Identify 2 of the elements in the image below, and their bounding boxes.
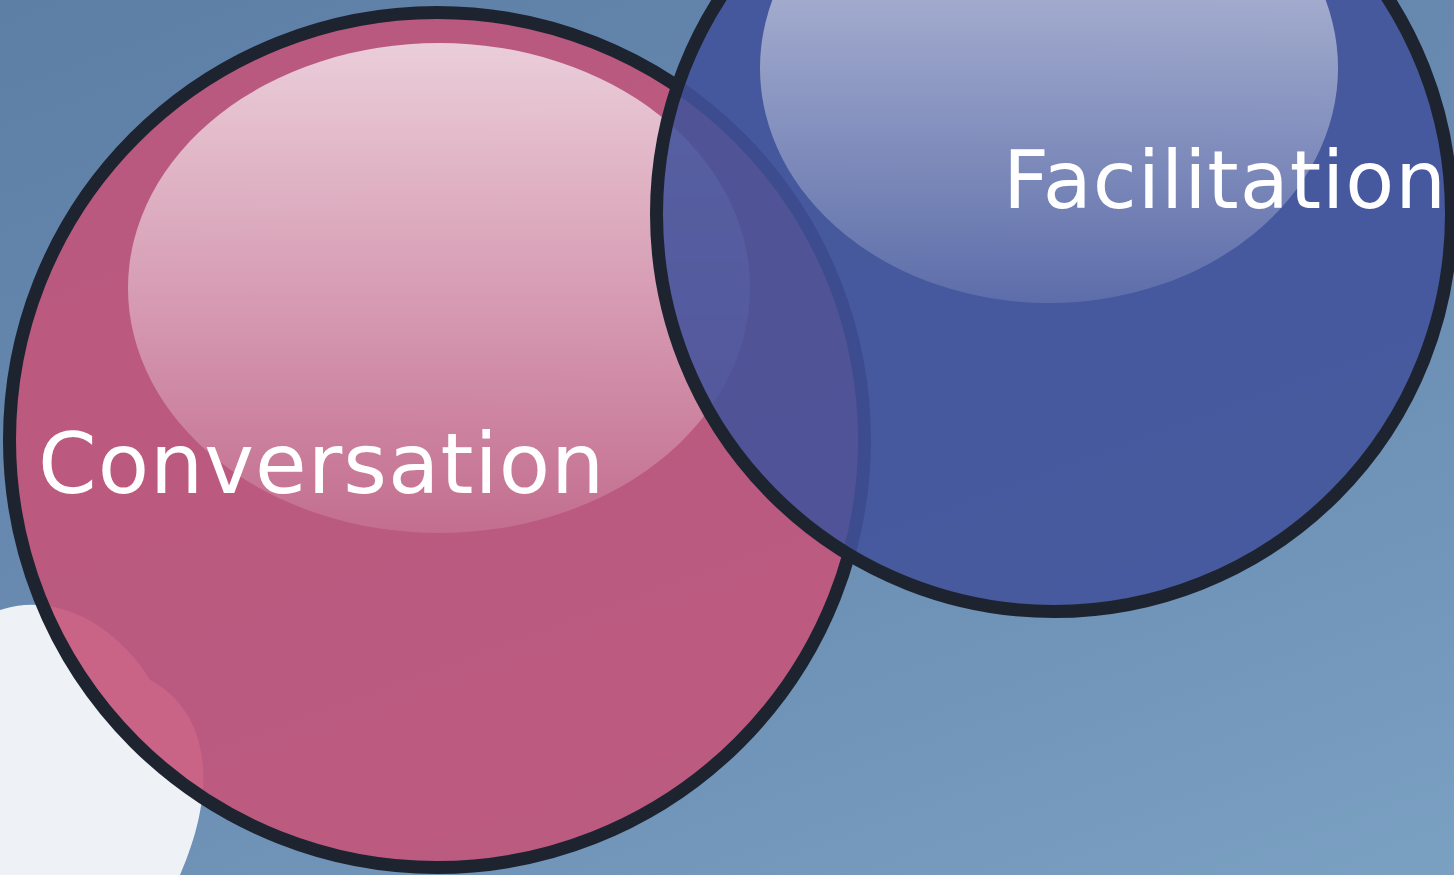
circle-label: Conversation — [38, 422, 606, 506]
circle-label: Facilitation — [1003, 141, 1447, 221]
